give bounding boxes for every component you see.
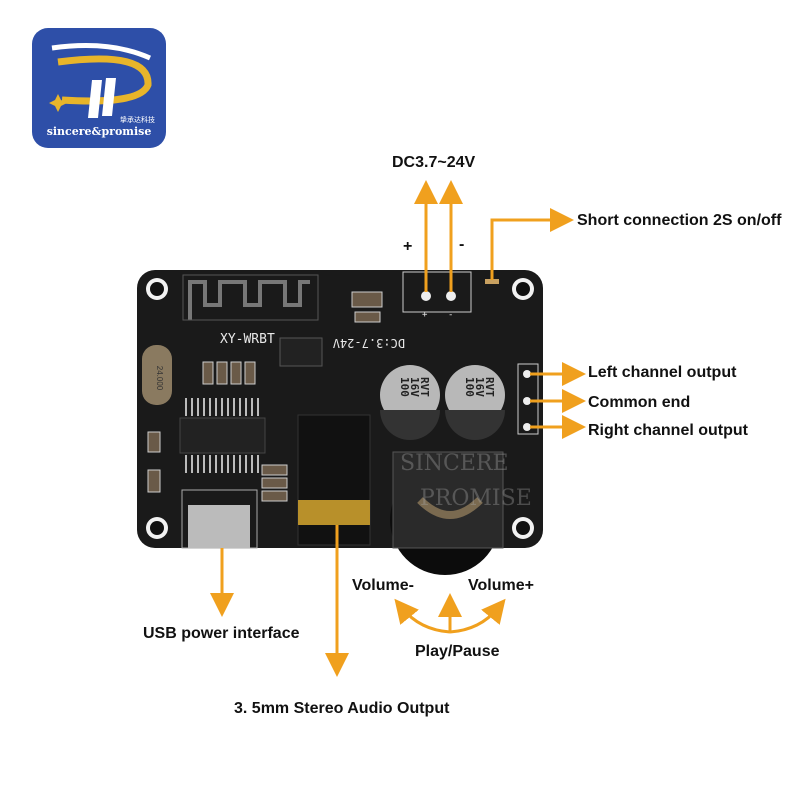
left-channel-label: Left channel output: [588, 364, 737, 381]
short-connection-arrow: [490, 208, 574, 280]
cap1-value: 100: [398, 377, 411, 397]
minus-label: -: [459, 236, 465, 253]
volume-plus-arrow: [449, 598, 506, 634]
cap2-value: 100: [463, 377, 476, 397]
cap2-voltage: 16V: [473, 377, 486, 397]
volume-minus-arrow: [394, 598, 451, 634]
plus-label: +: [403, 238, 413, 255]
terminal-minus-mark: -: [448, 310, 453, 320]
common-end-label: Common end: [588, 394, 691, 411]
pcb-board: XY-WRBT DC:3.7-24V + - 24.000 100: [137, 270, 543, 575]
short-connection-label: Short connection 2S on/off: [577, 212, 782, 229]
power-label: DC3.7~24V: [392, 154, 476, 171]
svg-text:SINCERE: SINCERE: [400, 451, 509, 476]
capacitors: 100 16V RVT 100 16V RVT: [380, 365, 505, 440]
volume-plus-label: Volume+: [468, 577, 534, 594]
play-pause-label: Play/Pause: [415, 643, 500, 660]
svg-text:PROMISE: PROMISE: [420, 486, 532, 511]
board-power-silkscreen: DC:3.7-24V: [333, 336, 405, 350]
annotation-arrows: [210, 180, 586, 677]
logo-chinese-text: 挚承达科技: [120, 115, 155, 124]
brand-logo: 挚承达科技 sincere&promise: [32, 28, 166, 148]
audio-out-label: 3. 5mm Stereo Audio Output: [234, 700, 450, 717]
cap1-series: RVT: [418, 377, 431, 397]
right-channel-label: Right channel output: [588, 422, 748, 439]
terminal-plus-mark: +: [422, 310, 428, 320]
volume-minus-label: Volume-: [352, 577, 414, 594]
cap2-series: RVT: [483, 377, 496, 397]
watermark: SINCERE PROMISE: [400, 451, 532, 511]
cap1-voltage: 16V: [408, 377, 421, 397]
board-model-text: XY-WRBT: [220, 332, 275, 347]
logo-brand-text: sincere&promise: [47, 125, 152, 138]
bt-antenna: [188, 280, 310, 320]
crystal-text: 24.000: [155, 366, 164, 391]
usb-label: USB power interface: [143, 625, 300, 642]
